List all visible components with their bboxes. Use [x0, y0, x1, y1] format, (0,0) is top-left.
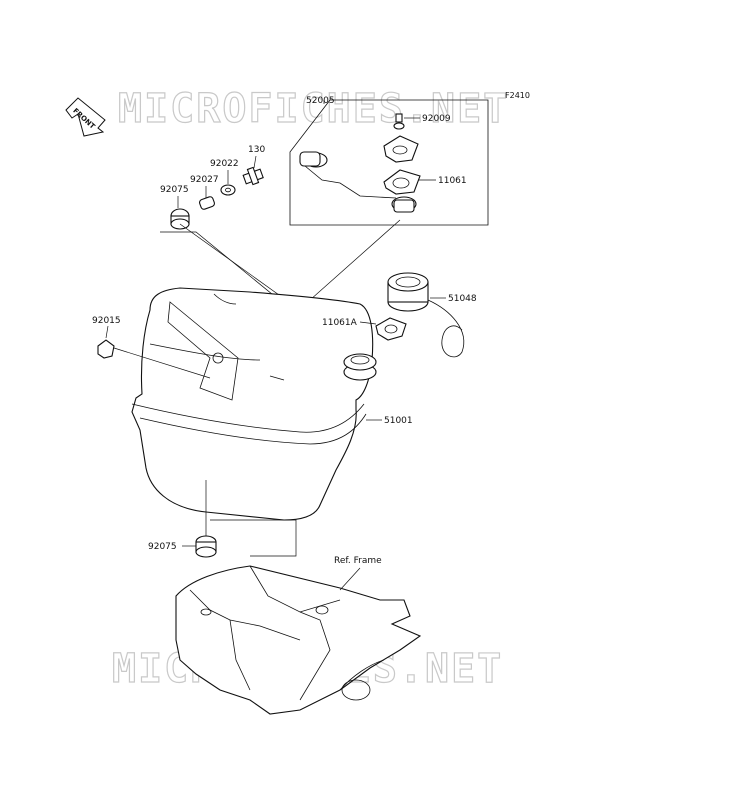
callout-51048: 51048: [448, 294, 477, 304]
figure-code: F2410: [505, 91, 530, 100]
callout-92075-top: 92075: [160, 185, 189, 195]
callout-11061A: 11061A: [322, 318, 358, 328]
washer-92022: [220, 184, 236, 196]
gasket-11061: [383, 169, 421, 195]
damper-92075-bottom: [195, 535, 217, 558]
callout-92022: 92022: [210, 159, 239, 169]
fuel-tank-51001: [131, 287, 377, 521]
callout-52005: 52005: [306, 96, 335, 106]
callout-11061: 11061: [438, 176, 467, 186]
frame-reference: [175, 565, 422, 715]
callout-92075-bottom: 92075: [148, 542, 177, 552]
bolt-130: [242, 166, 264, 186]
callout-51001: 51001: [384, 416, 413, 426]
fuel-sending-unit: [299, 151, 417, 213]
fuel-cap-51048: [387, 272, 465, 358]
callout-130: 130: [248, 145, 265, 155]
watermark-top: MICROFICHES.NET: [118, 86, 509, 132]
ref-frame-label: Ref. Frame: [334, 556, 382, 566]
damper-92075-top: [170, 208, 190, 230]
sending-unit-box: [289, 99, 489, 226]
callout-92009: 92009: [422, 114, 451, 124]
callout-92027: 92027: [190, 175, 219, 185]
gasket-11061A: [375, 317, 407, 341]
collar-92027: [199, 196, 215, 210]
cover-plate: [383, 135, 419, 163]
callout-92015: 92015: [92, 316, 121, 326]
screw-92009: [393, 113, 405, 130]
front-arrow-icon: FRONT: [65, 97, 106, 137]
nut-92015: [97, 339, 211, 379]
